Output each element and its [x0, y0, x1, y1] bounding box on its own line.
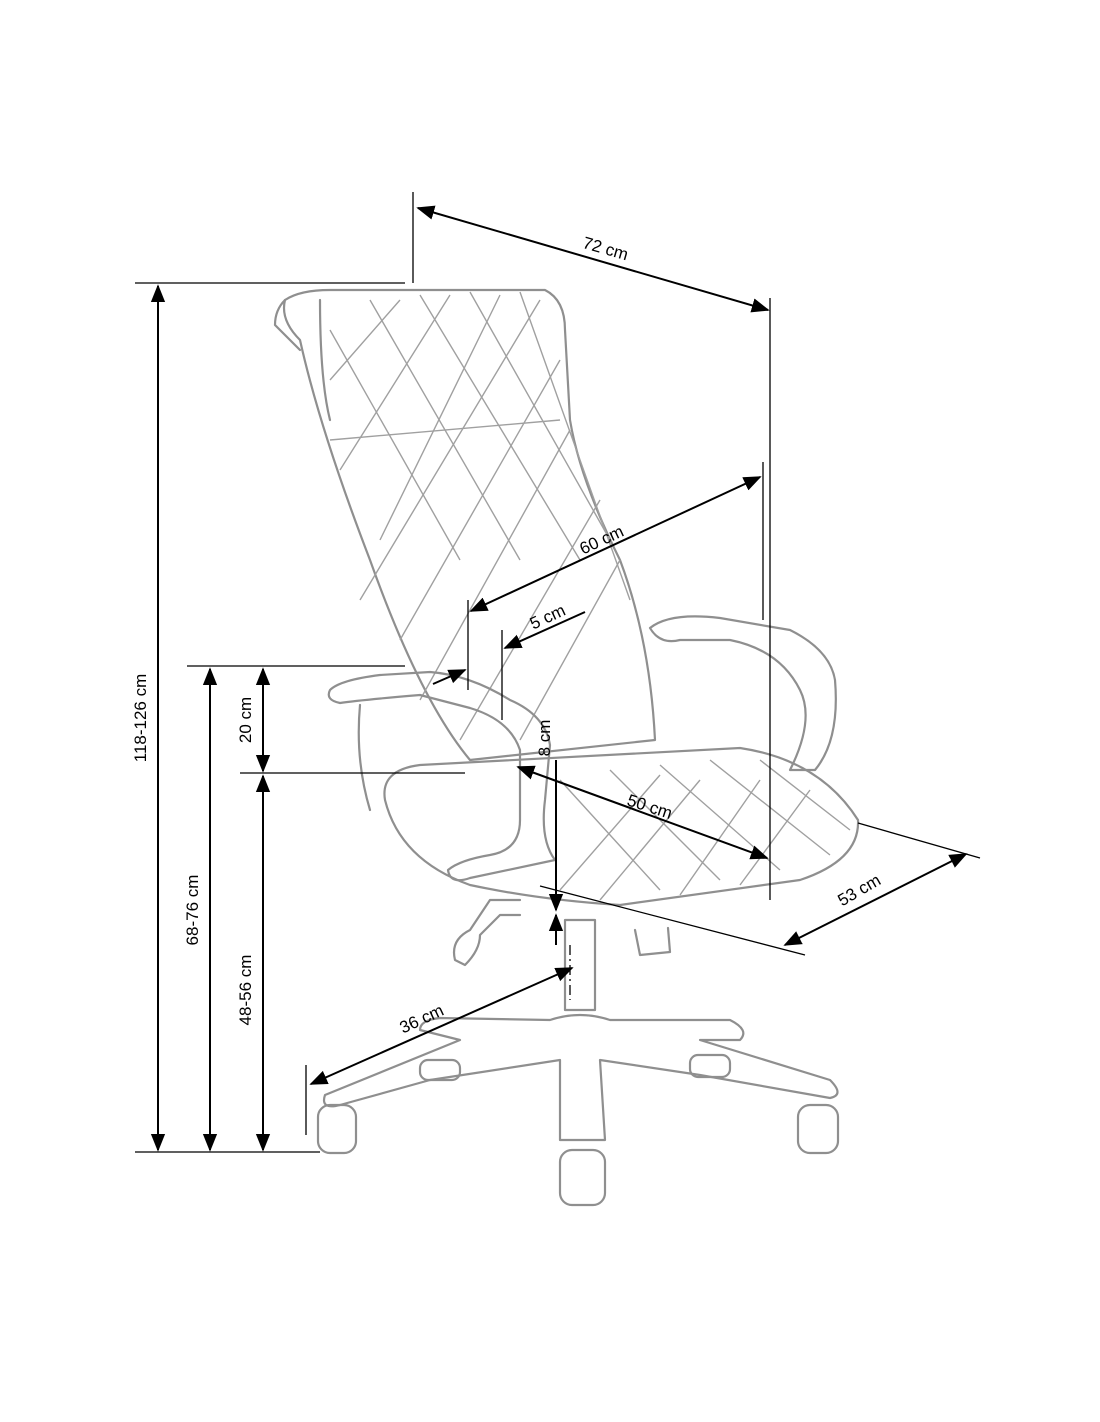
label-overall-width: 72 cm	[581, 233, 631, 264]
star-base	[322, 1013, 839, 1142]
label-armrest-to-seat: 20 cm	[236, 697, 255, 743]
backrest-quilting	[329, 291, 631, 741]
label-armrest-height: 68-76 cm	[183, 875, 202, 946]
label-overall-height: 118-126 cm	[131, 674, 150, 763]
left-armrest	[327, 670, 557, 882]
right-armrest	[648, 615, 837, 772]
dimension-lines	[135, 192, 981, 1153]
tilt-lever	[452, 898, 522, 967]
label-base-radius: 36 cm	[397, 1001, 447, 1038]
backrest	[282, 288, 657, 762]
seat-quilting	[559, 759, 851, 901]
label-seat-depth: 50 cm	[625, 791, 675, 823]
seat	[383, 746, 860, 907]
label-height-adjust: 8 cm	[535, 720, 554, 757]
label-seat-height: 48-56 cm	[236, 955, 255, 1026]
label-seat-width: 53 cm	[834, 870, 884, 910]
casters	[316, 1053, 840, 1207]
